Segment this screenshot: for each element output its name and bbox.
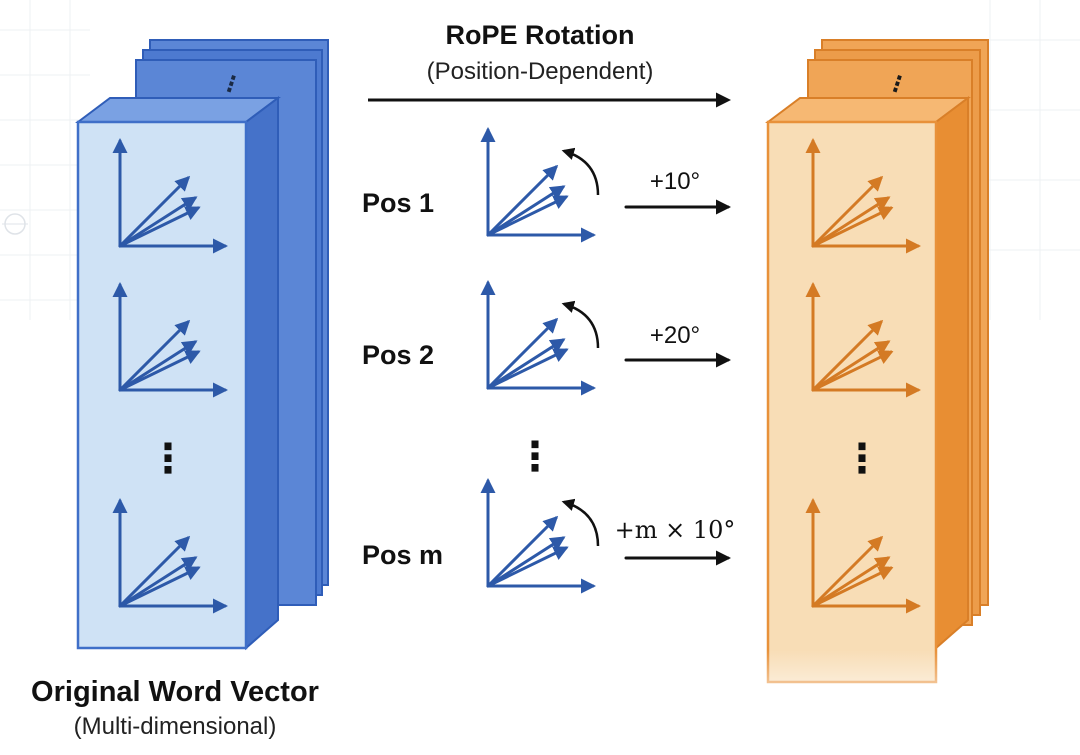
middle-vector-axes-icon-m: [480, 478, 596, 594]
blue-front-side: [245, 96, 279, 651]
rotation-arc-icon-1: [561, 147, 600, 196]
header-title: RoPE Rotation: [445, 20, 635, 50]
blue-front-face: [76, 120, 248, 650]
header-subtitle: (Position-Dependent): [426, 58, 654, 85]
pos-label-1: Pos 1: [362, 188, 435, 218]
rotated-vector-stack: ⋮ ⋮: [750, 39, 1000, 755]
orange-fade-mask: [750, 650, 1000, 755]
footer-title: Original Word Vector: [31, 676, 319, 708]
blue-vector-axes-icon-1: [112, 138, 228, 254]
pos-label-m: Pos m: [362, 540, 444, 570]
blue-vertical-ellipsis-icon: ⋮: [148, 437, 188, 481]
pos-label-2: Pos 2: [362, 340, 435, 370]
orange-vector-axes-icon-2: [805, 282, 921, 398]
blue-vector-axes-icon-3: [112, 498, 228, 614]
orange-vector-axes-icon-1: [805, 138, 921, 254]
orange-vector-axes-icon-3: [805, 498, 921, 614]
middle-vector-axes-icon-2: [480, 280, 596, 396]
orange-vertical-ellipsis-icon: ⋮: [842, 437, 882, 481]
blue-front-top: [75, 97, 281, 123]
original-vector-stack: ⋮ ⋮: [75, 39, 329, 651]
angle-label-2: +20°: [649, 322, 701, 349]
rotation-arc-icon-m: [561, 498, 600, 547]
footer-subtitle: (Multi-dimensional): [73, 713, 277, 740]
orange-front-side: [935, 96, 969, 651]
middle-vertical-ellipsis-icon: ⋮: [515, 435, 555, 479]
rotation-arc-icon-2: [561, 300, 600, 349]
orange-front-top: [765, 97, 971, 123]
blue-vector-axes-icon-2: [112, 282, 228, 398]
middle-vector-axes-icon-1: [480, 127, 596, 243]
angle-label-m: +m × 10°: [614, 516, 736, 544]
angle-label-1: +10°: [649, 168, 701, 195]
